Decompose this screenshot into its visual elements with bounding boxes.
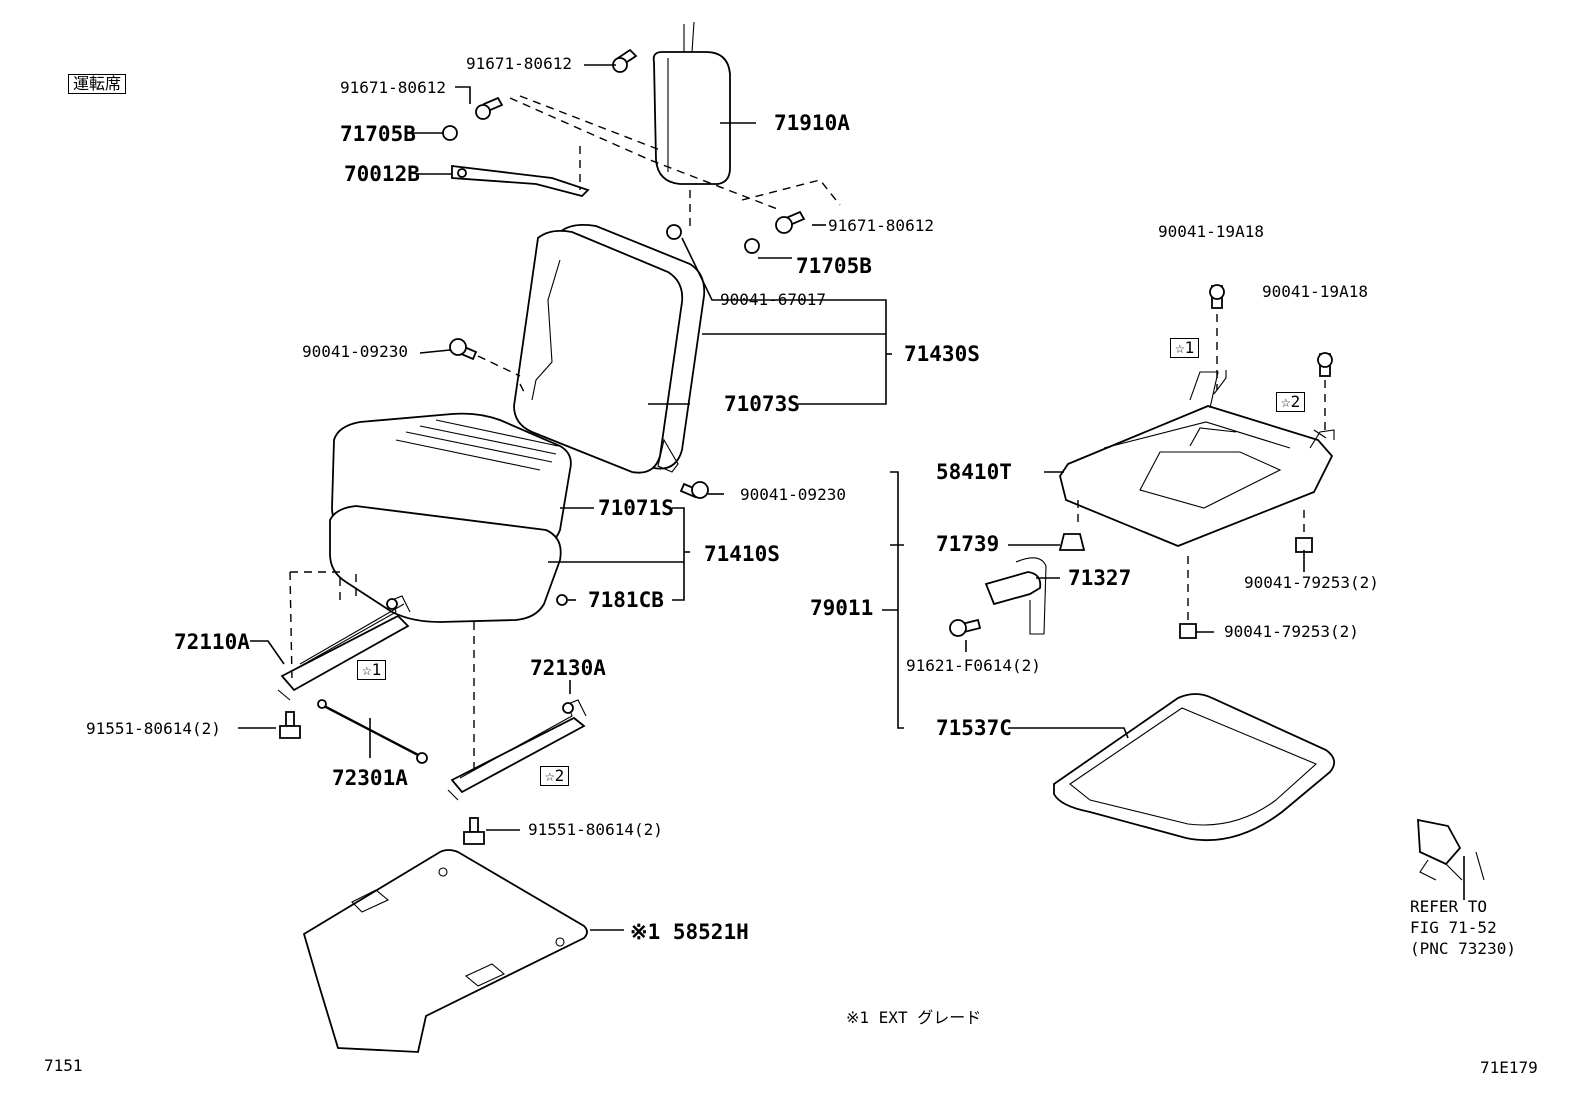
- figure-code-left: 7151: [44, 1056, 83, 1075]
- seatbelt-buckle-part[interactable]: [1417, 818, 1485, 881]
- part-label-90041-09230[interactable]: 90041-09230: [302, 342, 408, 361]
- part-label-91621-f0614[interactable]: 91621-F0614(2): [906, 656, 1041, 675]
- nut-icon: [1179, 623, 1197, 639]
- bolt-icon: [279, 711, 301, 739]
- part-label-91671-80612[interactable]: 91671-80612: [828, 216, 934, 235]
- part-label-72110a[interactable]: 72110A: [174, 630, 250, 654]
- leader-lines: [238, 64, 1465, 931]
- bumper-part[interactable]: [1058, 533, 1086, 551]
- part-label-70012b[interactable]: 70012B: [344, 162, 420, 186]
- bolt-icon: [475, 96, 504, 120]
- part-label-71705b[interactable]: 71705B: [796, 254, 872, 278]
- bolt-icon: [1209, 284, 1225, 309]
- figure-code-right: 71E179: [1480, 1058, 1538, 1077]
- seatback-part[interactable]: [513, 223, 706, 474]
- part-label-71910a[interactable]: 71910A: [774, 111, 850, 135]
- bolt-icon: [949, 618, 982, 637]
- star-marker-1: ☆1: [357, 660, 387, 680]
- part-label-71327[interactable]: 71327: [1068, 566, 1132, 590]
- part-label-58521h[interactable]: ※1 58521H: [630, 920, 749, 944]
- cap-icon: [442, 125, 458, 141]
- part-label-90041-79253[interactable]: 90041-79253(2): [1244, 573, 1379, 592]
- lever-part[interactable]: [984, 557, 1047, 635]
- part-label-90041-09230[interactable]: 90041-09230: [740, 485, 846, 504]
- bolt-icon: [679, 481, 709, 499]
- part-label-90041-67017[interactable]: 90041-67017: [720, 290, 826, 309]
- part-label-90041-79253[interactable]: 90041-79253(2): [1224, 622, 1359, 641]
- part-label-79011[interactable]: 79011: [810, 596, 874, 620]
- footnote: ※1 EXT グレード: [846, 1008, 982, 1027]
- bolt-icon: [463, 817, 485, 845]
- part-label-91671-80612[interactable]: 91671-80612: [466, 54, 572, 73]
- part-label-91551-80614[interactable]: 91551-80614(2): [528, 820, 663, 839]
- seal-part[interactable]: [1053, 693, 1336, 842]
- seatback-cover-part[interactable]: [451, 164, 590, 198]
- part-label-7181cb[interactable]: 7181CB: [588, 588, 664, 612]
- part-label-91551-80614[interactable]: 91551-80614(2): [86, 719, 221, 738]
- seat-tag: 運転席: [68, 74, 127, 94]
- part-label-71705b[interactable]: 71705B: [340, 122, 416, 146]
- bolt-icon: [612, 48, 638, 73]
- part-label-58410t[interactable]: 58410T: [936, 460, 1012, 484]
- seat-base-part[interactable]: [1059, 370, 1335, 547]
- part-label-71073s[interactable]: 71073S: [724, 392, 800, 416]
- star-marker-2: ☆2: [540, 766, 570, 786]
- reference-note[interactable]: REFER TO FIG 71-52 (PNC 73230): [1410, 897, 1516, 958]
- bolt-icon: [449, 338, 478, 361]
- headrest-part[interactable]: [652, 21, 731, 185]
- part-label-90041-19a18[interactable]: 90041-19A18: [1158, 222, 1264, 241]
- floor-panel-part[interactable]: [302, 849, 588, 1053]
- cable-part[interactable]: [317, 699, 428, 764]
- part-label-72301a[interactable]: 72301A: [332, 766, 408, 790]
- nut-icon: [1295, 537, 1313, 553]
- bolt-icon: [1317, 352, 1333, 377]
- seat-adjuster-left-part[interactable]: [277, 595, 411, 701]
- part-label-71739[interactable]: 71739: [936, 532, 1000, 556]
- part-label-90041-19a18[interactable]: 90041-19A18: [1262, 282, 1368, 301]
- part-label-72130a[interactable]: 72130A: [530, 656, 606, 680]
- star-marker-1: ☆1: [1170, 338, 1200, 358]
- cap-icon: [744, 238, 760, 254]
- part-label-71071s[interactable]: 71071S: [598, 496, 674, 520]
- part-label-91671-80612[interactable]: 91671-80612: [340, 78, 446, 97]
- seat-adjuster-right-part[interactable]: [447, 699, 587, 801]
- star-marker-2: ☆2: [1276, 392, 1306, 412]
- seat-cushion-part[interactable]: [329, 412, 572, 623]
- clip-icon: [556, 594, 568, 606]
- bolt-icon: [775, 210, 806, 234]
- part-label-71537c[interactable]: 71537C: [936, 716, 1012, 740]
- part-label-71410s[interactable]: 71410S: [704, 542, 780, 566]
- part-label-71430s[interactable]: 71430S: [904, 342, 980, 366]
